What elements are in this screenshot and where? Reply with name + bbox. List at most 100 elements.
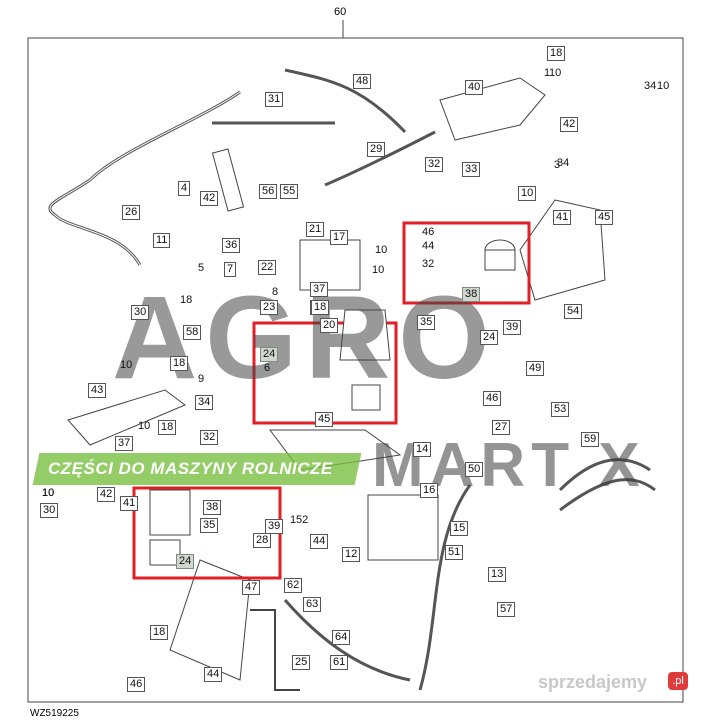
callout-32: 32	[200, 430, 219, 445]
callout-61: 61	[330, 655, 349, 670]
callout-26: 26	[122, 205, 141, 220]
callout-42: 42	[97, 487, 116, 502]
callout-13: 13	[488, 567, 507, 582]
callout-45: 45	[315, 412, 334, 427]
callout-44: 44	[204, 667, 223, 682]
callout-31: 31	[265, 92, 284, 107]
callout-64: 64	[332, 630, 351, 645]
callout-46: 46	[422, 226, 435, 238]
callout-29: 29	[367, 142, 386, 157]
callout-10: 10	[138, 420, 151, 432]
plate-45-right	[519, 199, 606, 301]
callout-56: 56	[259, 184, 278, 199]
callout-34: 34	[644, 80, 657, 92]
reference-code: WZ519225	[30, 708, 79, 719]
callout-44: 44	[422, 240, 435, 252]
hose-29	[324, 130, 436, 187]
callout-9: 9	[198, 373, 205, 385]
plate-47	[169, 559, 251, 681]
hose-bundle-14	[558, 458, 656, 512]
callout-18: 18	[311, 300, 330, 315]
diagram-frame	[27, 37, 684, 703]
callout-20: 20	[320, 318, 339, 333]
cylinder-42	[211, 148, 245, 212]
callout-24: 24	[260, 347, 279, 362]
callout-10: 10	[518, 186, 537, 201]
callout-1: 1	[290, 514, 297, 526]
callout-58: 58	[183, 325, 202, 340]
callout-41: 41	[120, 496, 139, 511]
callout-57: 57	[497, 602, 516, 617]
callout-7: 7	[224, 262, 237, 277]
callout-11: 11	[153, 233, 171, 248]
bracket-40	[439, 77, 546, 141]
watermark-tld: .pl	[668, 672, 688, 690]
hose-48	[284, 68, 407, 134]
callout-10: 10	[42, 487, 55, 499]
hose-13	[418, 484, 472, 691]
callout-3: 3	[554, 159, 561, 171]
callout-10: 10	[42, 487, 55, 499]
callout-50: 50	[465, 462, 484, 477]
callout-42: 42	[560, 117, 579, 132]
callout-62: 62	[284, 578, 303, 593]
callout-45: 45	[595, 210, 614, 225]
callout-47: 47	[242, 580, 261, 595]
callout-15: 15	[450, 521, 469, 536]
filter-lower-body	[149, 539, 181, 566]
callout-25: 25	[292, 655, 311, 670]
callout-59: 59	[581, 432, 600, 447]
callout-17: 17	[330, 230, 349, 245]
callout-18: 18	[180, 294, 193, 306]
callout-52: 52	[296, 514, 309, 526]
callout-27: 27	[492, 420, 511, 435]
filter-lower-bowl	[149, 489, 191, 536]
callout-63: 63	[303, 597, 322, 612]
callout-46: 46	[483, 391, 502, 406]
callout-18: 18	[150, 625, 169, 640]
hose-61	[283, 599, 411, 682]
callout-54: 54	[564, 304, 583, 319]
callout-49: 49	[526, 361, 545, 376]
callout-18: 18	[170, 356, 189, 371]
callout-39: 39	[503, 320, 522, 335]
callout-53: 53	[551, 402, 570, 417]
callout-37: 37	[310, 282, 329, 297]
callout-10: 10	[549, 67, 562, 79]
callout-40: 40	[465, 80, 484, 95]
callout-12: 12	[342, 547, 361, 562]
callout-5: 5	[198, 262, 205, 274]
callout-43: 43	[88, 383, 107, 398]
callout-38: 38	[203, 500, 222, 515]
callout-41: 41	[553, 210, 572, 225]
callout-36: 36	[222, 238, 241, 253]
callout-4: 4	[178, 181, 191, 196]
callout-10: 10	[372, 264, 385, 276]
callout-42: 42	[200, 191, 219, 206]
callout-46: 46	[127, 677, 146, 692]
hose-26	[48, 90, 241, 266]
valve-block-51	[367, 494, 439, 561]
callout-35: 35	[417, 315, 436, 330]
callout-1: 1	[544, 67, 551, 79]
callout-44: 44	[310, 534, 329, 549]
callout-38: 38	[462, 287, 481, 302]
callout-32: 32	[425, 157, 444, 172]
callout-55: 55	[280, 184, 299, 199]
callout-23: 23	[260, 300, 279, 315]
callout-34: 34	[195, 395, 214, 410]
callout-37: 37	[115, 436, 134, 451]
callout-30: 30	[131, 305, 150, 320]
callout-24: 24	[176, 554, 195, 569]
callout-24: 24	[480, 330, 499, 345]
diagram-top-label: 60	[334, 6, 347, 18]
watermark-banner-text: CZĘŚCI DO MASZYNY ROLNICZE	[48, 459, 333, 478]
callout-16: 16	[420, 483, 439, 498]
callout-10: 10	[657, 80, 670, 92]
callout-35: 35	[200, 518, 219, 533]
bracket-43	[67, 389, 186, 446]
callout-10: 10	[375, 244, 388, 256]
bracket-25	[250, 609, 300, 691]
callout-51: 51	[445, 545, 464, 560]
filter-mid-body	[351, 384, 381, 411]
